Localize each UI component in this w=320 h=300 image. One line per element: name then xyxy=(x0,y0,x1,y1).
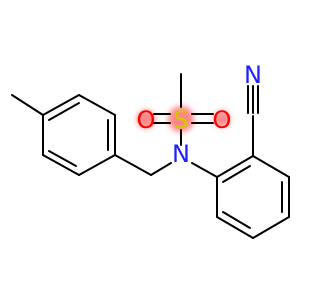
left-ring-inner-double-3 xyxy=(48,150,77,167)
left-ring-bond-4 xyxy=(78,154,116,176)
atom-label-o-right: O xyxy=(213,106,232,134)
ring-to-ch2-bond xyxy=(114,154,152,176)
atom-labels: N S O O N xyxy=(137,61,262,168)
atom-label-n-amine: N xyxy=(172,140,190,168)
left-ring-bond-5 xyxy=(42,154,80,176)
ch2-to-n-bond xyxy=(150,162,172,176)
bond-group xyxy=(11,73,290,239)
molecule-diagram: N S O O N xyxy=(11,61,290,239)
left-ring-inner-double-1 xyxy=(48,102,80,121)
atom-label-n-top: N xyxy=(244,61,262,89)
right-ring-bond-1 xyxy=(216,155,254,178)
left-ring-bond-2 xyxy=(78,94,116,116)
n-to-right-ring-bond xyxy=(191,162,218,178)
left-ring-bond-1 xyxy=(42,94,80,116)
right-ring-bond-5 xyxy=(216,216,254,239)
atom-label-s-center: S xyxy=(173,106,188,134)
molecule-canvas: N S O O N xyxy=(11,61,290,239)
highlight-group xyxy=(137,106,230,132)
right-ring-inner-double-3 xyxy=(222,211,251,229)
right-ring-bond-2 xyxy=(252,155,290,178)
right-ring-inner-double-1 xyxy=(222,165,251,183)
methyl-to-ring-bond xyxy=(11,94,44,116)
right-ring-bond-4 xyxy=(252,216,290,239)
atom-label-o-left: O xyxy=(137,106,156,134)
